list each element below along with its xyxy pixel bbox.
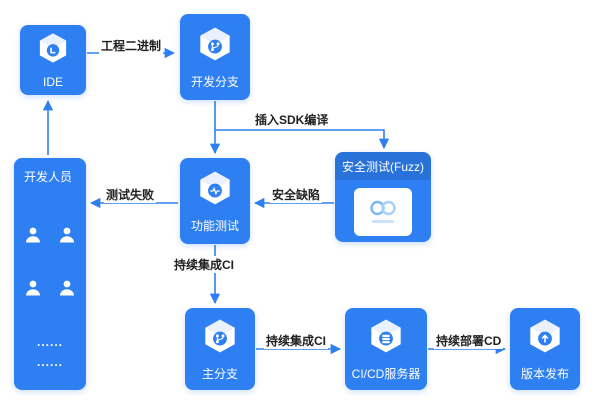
- node-label-main-branch: 主分支: [201, 366, 238, 381]
- edge-label-security-defect: 安全缺陷: [270, 186, 323, 203]
- developer-row: [14, 278, 86, 303]
- security-test-title: 安全测试(Fuzz): [335, 152, 431, 180]
- node-ide: IDE: [20, 25, 86, 95]
- edge-label-ci-to-main: 持续集成CI: [172, 256, 237, 273]
- developer-row: [14, 225, 86, 250]
- cube-release-icon: [526, 317, 564, 360]
- node-security-test: 安全测试(Fuzz): [335, 152, 431, 242]
- edge-label-cd-to-release: 持续部署CD: [434, 332, 504, 349]
- cube-server-icon: [367, 317, 405, 360]
- node-cicd-server: CI/CD服务器: [345, 308, 427, 390]
- cube-branch-icon: [196, 25, 234, 68]
- cube-ide-icon: [36, 31, 70, 70]
- edge-dev-branch-to-security-test: [215, 129, 390, 150]
- person-icon: [23, 278, 43, 303]
- person-icon: [23, 225, 43, 250]
- node-func-test: 功能测试: [180, 158, 250, 244]
- edge-label-insert-sdk-compile: 插入SDK编译: [253, 111, 331, 128]
- edge-label-ci-to-server: 持续集成CI: [264, 332, 329, 349]
- node-label-release: 版本发布: [520, 366, 569, 381]
- fuzz-logo: [354, 188, 412, 236]
- node-dev-branch: 开发分支: [180, 14, 250, 100]
- node-label-ide: IDE: [42, 75, 63, 89]
- node-label-cicd-server: CI/CD服务器: [351, 366, 421, 381]
- developers-title: 开发人员: [24, 170, 73, 184]
- person-icon: [57, 278, 77, 303]
- person-icon: [57, 225, 77, 250]
- node-developers: 开发人员 ...... ......: [14, 158, 86, 390]
- node-release: 版本发布: [510, 308, 580, 390]
- more-developers-ellipsis: ......: [36, 355, 63, 369]
- edge-label-project-binary: 工程二进制: [99, 37, 164, 54]
- edge-label-test-failed: 测试失败: [104, 186, 157, 203]
- node-label-dev-branch: 开发分支: [190, 74, 239, 89]
- node-label-func-test: 功能测试: [190, 218, 239, 233]
- cube-test-icon: [196, 169, 234, 212]
- cube-branch-icon: [201, 317, 239, 360]
- more-developers-ellipsis: ......: [36, 335, 63, 349]
- node-main-branch: 主分支: [185, 308, 255, 390]
